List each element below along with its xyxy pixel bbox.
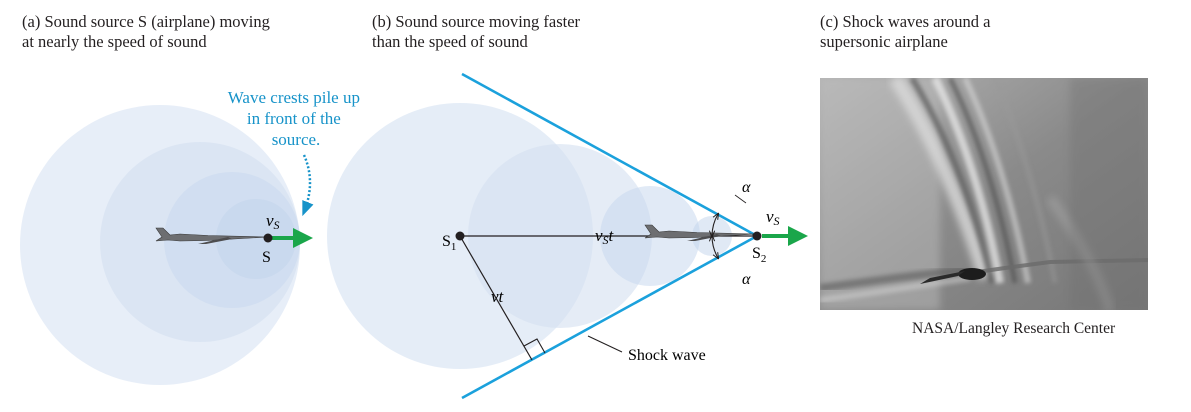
annotation-a-line3: source. [272, 130, 321, 149]
annotation-a-pointer [302, 154, 314, 217]
s1-label: S1 [442, 233, 456, 253]
photo-credit: NASA/Langley Research Center [912, 320, 1116, 337]
s1-dot [455, 231, 465, 241]
shock-wave-leader [587, 335, 623, 353]
wavefront-a-4 [216, 199, 296, 279]
doppler-diagram: vS S Wave crests pile up in front of the… [20, 72, 808, 400]
source-dot-a [263, 233, 273, 243]
caption-a-line1: (a) Sound source S (airplane) moving [22, 12, 270, 31]
alpha-leader-upper [734, 194, 747, 204]
caption-panel-b: (b) Sound source moving faster than the … [372, 12, 672, 52]
caption-c-line1: (c) Shock waves around a [820, 12, 991, 31]
velocity-label-a: vS [266, 211, 280, 232]
caption-panel-a: (a) Sound source S (airplane) moving at … [22, 12, 342, 52]
velocity-label-b: vS [766, 207, 780, 228]
source-label-a: S [262, 249, 271, 266]
alpha-arc-lower [712, 236, 718, 258]
right-angle-marker [523, 338, 546, 354]
shock-wave-label: Shock wave [628, 347, 706, 364]
annotation-a-line1: Wave crests pile up [228, 88, 360, 107]
caption-b-line1: (b) Sound source moving faster [372, 12, 581, 31]
s2-dot [752, 231, 762, 241]
alpha-label-upper: α [742, 179, 751, 196]
annotation-a: Wave crests pile up in front of the sour… [228, 88, 364, 149]
vt-label: vt [491, 287, 505, 306]
caption-panel-c: (c) Shock waves around a supersonic airp… [820, 12, 1120, 52]
annotation-a-line2: in front of the [247, 109, 341, 128]
s2-label: S2 [752, 245, 766, 265]
caption-c-line2: supersonic airplane [820, 32, 948, 51]
caption-b-line2: than the speed of sound [372, 32, 528, 51]
alpha-label-lower: α [742, 271, 751, 288]
shock-wave-photo-art [820, 78, 1148, 310]
panel-a-wavefronts [20, 105, 300, 385]
shock-wave-photo [820, 78, 1148, 310]
vt-line [459, 235, 533, 361]
shock-wave-upper [461, 72, 758, 238]
shock-wave-lower [461, 234, 758, 400]
vst-label: vSt [595, 226, 615, 247]
caption-a-line2: at nearly the speed of sound [22, 32, 207, 51]
